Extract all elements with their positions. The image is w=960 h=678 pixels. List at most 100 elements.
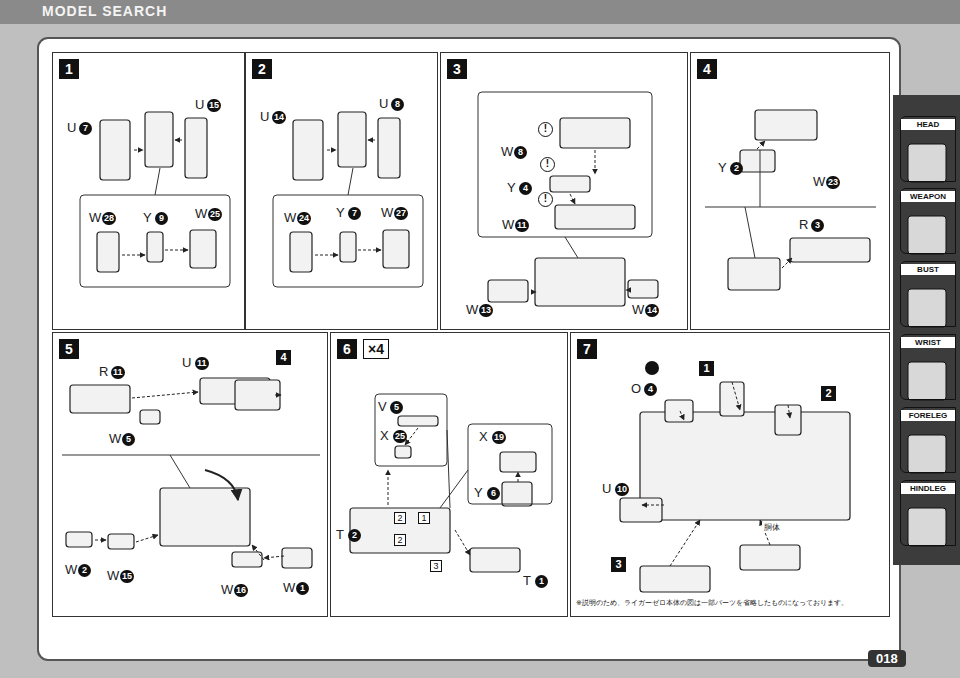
part-number: 15: [120, 570, 134, 583]
part-number: 11: [515, 219, 529, 232]
assembly-arrow: [264, 556, 284, 558]
leader-line: [440, 470, 468, 508]
part-letter: W: [88, 211, 102, 225]
step-reference: 4: [276, 350, 291, 365]
leader-line: [745, 207, 755, 258]
part-letter: Y: [717, 161, 728, 175]
part-letter: U: [194, 98, 205, 112]
part-number: 7: [79, 122, 92, 135]
step-reference: 3: [611, 557, 626, 572]
part-letter: O: [630, 382, 642, 396]
assembly-arrow: [315, 255, 338, 256]
tab-label: BUST: [901, 264, 955, 275]
part-number: 9: [155, 212, 168, 225]
assembly-arrow: [136, 535, 158, 542]
part-letter: U: [378, 97, 389, 111]
part-number: 11: [111, 366, 125, 379]
section-tab: WRIST: [900, 334, 956, 400]
section-tab: FORELEG: [900, 407, 956, 473]
assembly-arrow: [518, 472, 519, 482]
part-letter: W: [282, 581, 296, 595]
part-number: 2: [348, 529, 361, 542]
assembly-arrow: [175, 140, 182, 141]
part-drawing: [100, 120, 130, 180]
caution-mark: !: [538, 192, 553, 207]
part-letter: W: [380, 206, 394, 220]
assembly-arrow: [732, 382, 740, 410]
part-drawing: [235, 380, 280, 410]
tab-label: WRIST: [901, 337, 955, 348]
part-drawing: [488, 280, 528, 302]
part-drawing: [147, 232, 163, 262]
assembly-arrow: [122, 255, 145, 256]
section-tab: HINDLEG: [900, 480, 956, 546]
subassembly-box: [273, 195, 423, 287]
part-letter: W: [283, 211, 297, 225]
part-letter: U: [601, 482, 612, 496]
part-number: 23: [826, 176, 840, 189]
tab-icon: [908, 216, 946, 254]
part-number: 11: [195, 357, 209, 370]
part-drawing: [70, 385, 130, 413]
tab-icon: [908, 289, 946, 327]
assembly-arrow: [358, 250, 381, 251]
assembly-arrow: [626, 290, 630, 291]
quantity-mark: ×4: [363, 339, 389, 359]
part-drawing: [535, 258, 625, 306]
step-number: 1: [59, 59, 79, 79]
part-number: 1: [296, 582, 309, 595]
part-number: 1: [535, 575, 548, 588]
leader-line: [170, 455, 190, 488]
part-letter: W: [220, 583, 234, 597]
part-letter: W: [64, 563, 78, 577]
step-reference: 2: [821, 386, 836, 401]
page-number: 018: [868, 650, 906, 667]
part-letter: U: [181, 356, 192, 370]
subassembly-box: [80, 195, 230, 287]
part-number: 13: [479, 304, 493, 317]
part-drawing: [145, 112, 173, 167]
part-number: 8: [514, 146, 527, 159]
part-letter: U: [259, 110, 270, 124]
part-letter: Y: [142, 211, 153, 225]
assembly-arrow: [327, 150, 336, 151]
part-letter: W: [812, 175, 826, 189]
part-letter: W: [501, 218, 515, 232]
step-number: 6: [337, 339, 357, 359]
part-drawing: [293, 120, 323, 180]
step-panel: 2: [245, 52, 438, 330]
tab-label: WEAPON: [901, 191, 955, 202]
part-drawing: [728, 258, 780, 290]
caution-mark: !: [538, 122, 553, 137]
note: ※説明のため、ライガーゼロ本体の図は一部パーツを省略したものになっております。: [576, 598, 886, 607]
part-drawing: [740, 150, 775, 172]
part-drawing: [340, 232, 356, 262]
part-drawing: [790, 238, 870, 262]
top-bar: [0, 0, 960, 24]
part-letter: V: [377, 400, 388, 414]
tab-label: FORELEG: [901, 410, 955, 421]
part-number: 4: [644, 383, 657, 396]
part-letter: W: [106, 569, 120, 583]
tab-icon: [908, 435, 946, 473]
part-drawing: [395, 446, 411, 458]
assembly-arrow: [455, 530, 470, 555]
part-drawing: [140, 410, 160, 424]
part-drawing: [282, 548, 312, 568]
step-panel: 4: [690, 52, 890, 330]
part-drawing: [190, 230, 216, 268]
part-drawing: [97, 232, 119, 272]
part-drawing: [740, 545, 800, 570]
part-letter: T: [522, 574, 532, 588]
part-drawing: [108, 534, 134, 549]
step-number: 7: [577, 339, 597, 359]
part-number: 3: [811, 219, 824, 232]
assembly-arrow: [132, 392, 198, 398]
part-name: 胴体: [762, 522, 782, 533]
assembly-arrow: [275, 395, 281, 396]
assembly-arrow: [95, 540, 106, 541]
assembly-arrow: [368, 140, 375, 141]
assembly-arrow: [595, 150, 596, 174]
part-drawing: [720, 382, 744, 416]
step-panel: 3: [440, 52, 688, 330]
